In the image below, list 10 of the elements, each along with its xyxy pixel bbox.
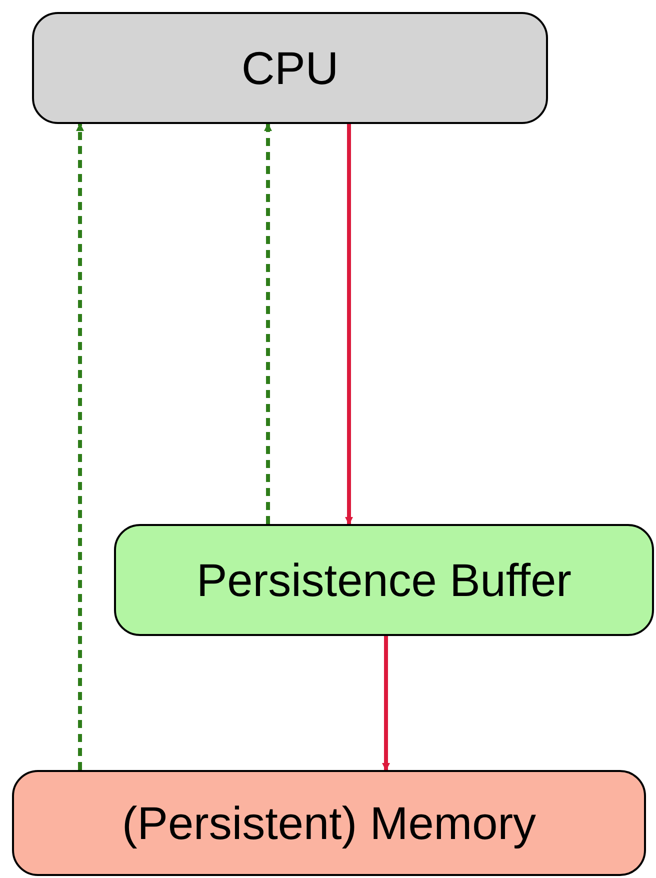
arrow: [345, 124, 353, 525]
process-box: [32, 12, 548, 124]
arrow: [382, 636, 390, 771]
arrow: [264, 123, 272, 524]
process-box: [12, 770, 646, 876]
process-box: [114, 524, 654, 636]
node-label: CPU: [241, 40, 339, 96]
arrow: [76, 123, 84, 770]
node-label: (Persistent) Memory: [122, 796, 536, 850]
node-label: Persistence Buffer: [196, 552, 572, 608]
